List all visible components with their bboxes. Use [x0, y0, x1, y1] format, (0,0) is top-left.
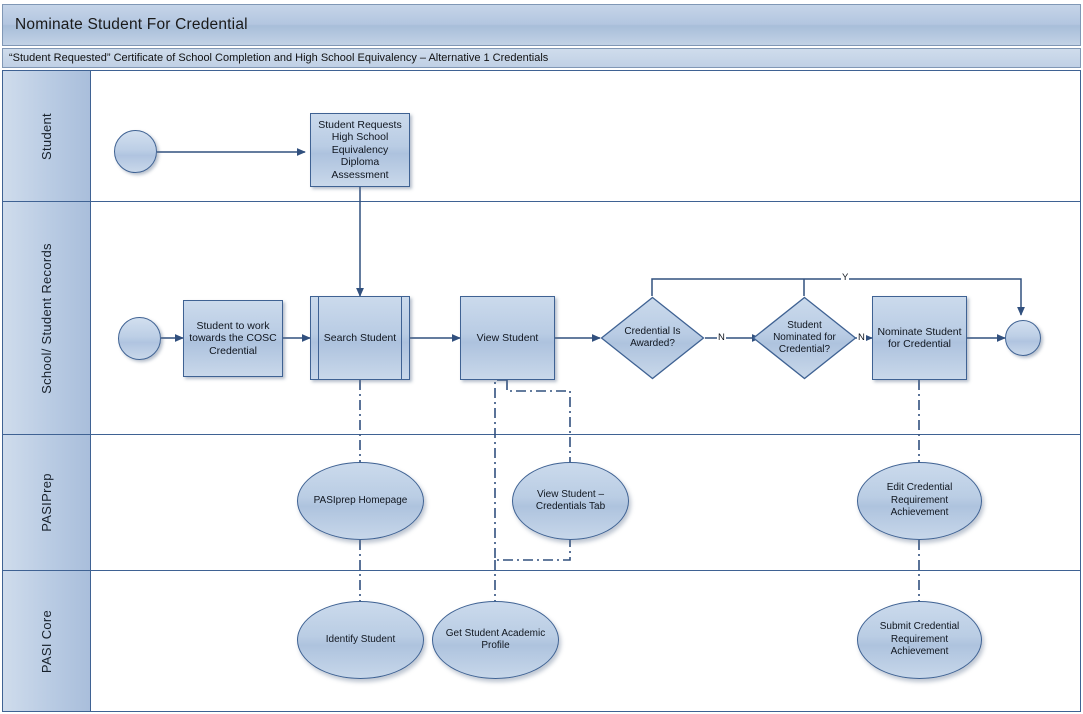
node-pasiprep-homepage[interactable]: PASIprep Homepage	[297, 462, 424, 540]
diamond-shape-icon	[752, 296, 857, 380]
node-label-work-towards-cosc: Student to work towards the COSC Credent…	[189, 319, 277, 357]
node-get-student-academic-profile[interactable]: Get Student Academic Profile	[432, 601, 559, 679]
lane-header-student: Student	[3, 71, 91, 201]
node-label-edit-credential-requirement-achievement: Edit Credential Requirement Achievement	[886, 482, 953, 519]
node-label-credential-is-awarded: Credential Is Awarded?	[624, 326, 681, 349]
node-label-search-student: Search Student	[323, 331, 397, 344]
node-view-student-credentials-tab[interactable]: View Student – Credentials Tab	[512, 462, 629, 540]
node-label-submit-credential-requirement-achievement: Submit Credential Requirement Achievemen…	[879, 621, 960, 658]
lane-header-school-student-records: School/ Student Records	[3, 202, 91, 434]
node-school-end[interactable]	[1005, 320, 1041, 356]
node-credential-is-awarded[interactable]: Credential Is Awarded?	[600, 296, 705, 380]
node-label-view-student-credentials-tab: View Student – Credentials Tab	[535, 488, 606, 513]
lane-label-pasi-core: PASI Core	[39, 609, 54, 673]
diagram-title-bar: Nominate Student For Credential	[2, 4, 1081, 46]
lane-student: Student	[3, 71, 1080, 202]
node-student-start[interactable]	[114, 130, 157, 173]
lane-label-school-student-records: School/ Student Records	[39, 242, 54, 394]
node-label-student-requests: Student Requests High School Equivalency…	[318, 118, 402, 181]
node-nominate-student-for-credential[interactable]: Nominate Student for Credential	[872, 296, 967, 380]
lane-pasi-core: PASI Core	[3, 571, 1080, 711]
diagram-subtitle-bar: “Student Requested” Certificate of Schoo…	[2, 48, 1081, 68]
edge-label-n-first: N	[717, 332, 726, 343]
edge-label-n-second: N	[857, 332, 866, 343]
swimlane-pool: Student School/ Student Records PASIPrep…	[2, 70, 1081, 712]
node-submit-credential-requirement-achievement[interactable]: Submit Credential Requirement Achievemen…	[857, 601, 982, 679]
node-label-nominate-student-for-credential: Nominate Student for Credential	[877, 325, 962, 351]
diamond-shape-icon	[600, 296, 705, 380]
lane-label-pasiprep: PASIPrep	[39, 473, 54, 532]
node-label-get-student-academic-profile: Get Student Academic Profile	[445, 627, 546, 652]
page-title: Nominate Student For Credential	[15, 16, 248, 33]
node-edit-credential-requirement-achievement[interactable]: Edit Credential Requirement Achievement	[857, 462, 982, 540]
node-identify-student[interactable]: Identify Student	[297, 601, 424, 679]
lane-header-pasiprep: PASIPrep	[3, 435, 91, 570]
node-school-start[interactable]	[118, 317, 161, 360]
lane-school-student-records: School/ Student Records	[3, 202, 1080, 435]
edge-label-y-loop: Y	[841, 272, 850, 283]
node-search-student[interactable]: Search Student	[310, 296, 410, 380]
node-label-student-nominated-for-credential: Student Nominated for Credential?	[773, 320, 836, 355]
node-label-view-student: View Student	[476, 331, 539, 344]
node-view-student[interactable]: View Student	[460, 296, 555, 380]
node-label-pasiprep-homepage: PASIprep Homepage	[313, 494, 408, 506]
page-subtitle: “Student Requested” Certificate of Schoo…	[9, 52, 549, 64]
node-student-requests[interactable]: Student Requests High School Equivalency…	[310, 113, 410, 187]
node-label-identify-student: Identify Student	[325, 633, 396, 645]
lane-body-student	[91, 71, 1080, 201]
lane-label-student: Student	[38, 112, 54, 160]
lane-header-pasi-core: PASI Core	[3, 571, 91, 711]
lane-pasiprep: PASIPrep	[3, 435, 1080, 571]
node-work-towards-cosc[interactable]: Student to work towards the COSC Credent…	[183, 300, 283, 377]
node-student-nominated-for-credential[interactable]: Student Nominated for Credential?	[752, 296, 857, 380]
